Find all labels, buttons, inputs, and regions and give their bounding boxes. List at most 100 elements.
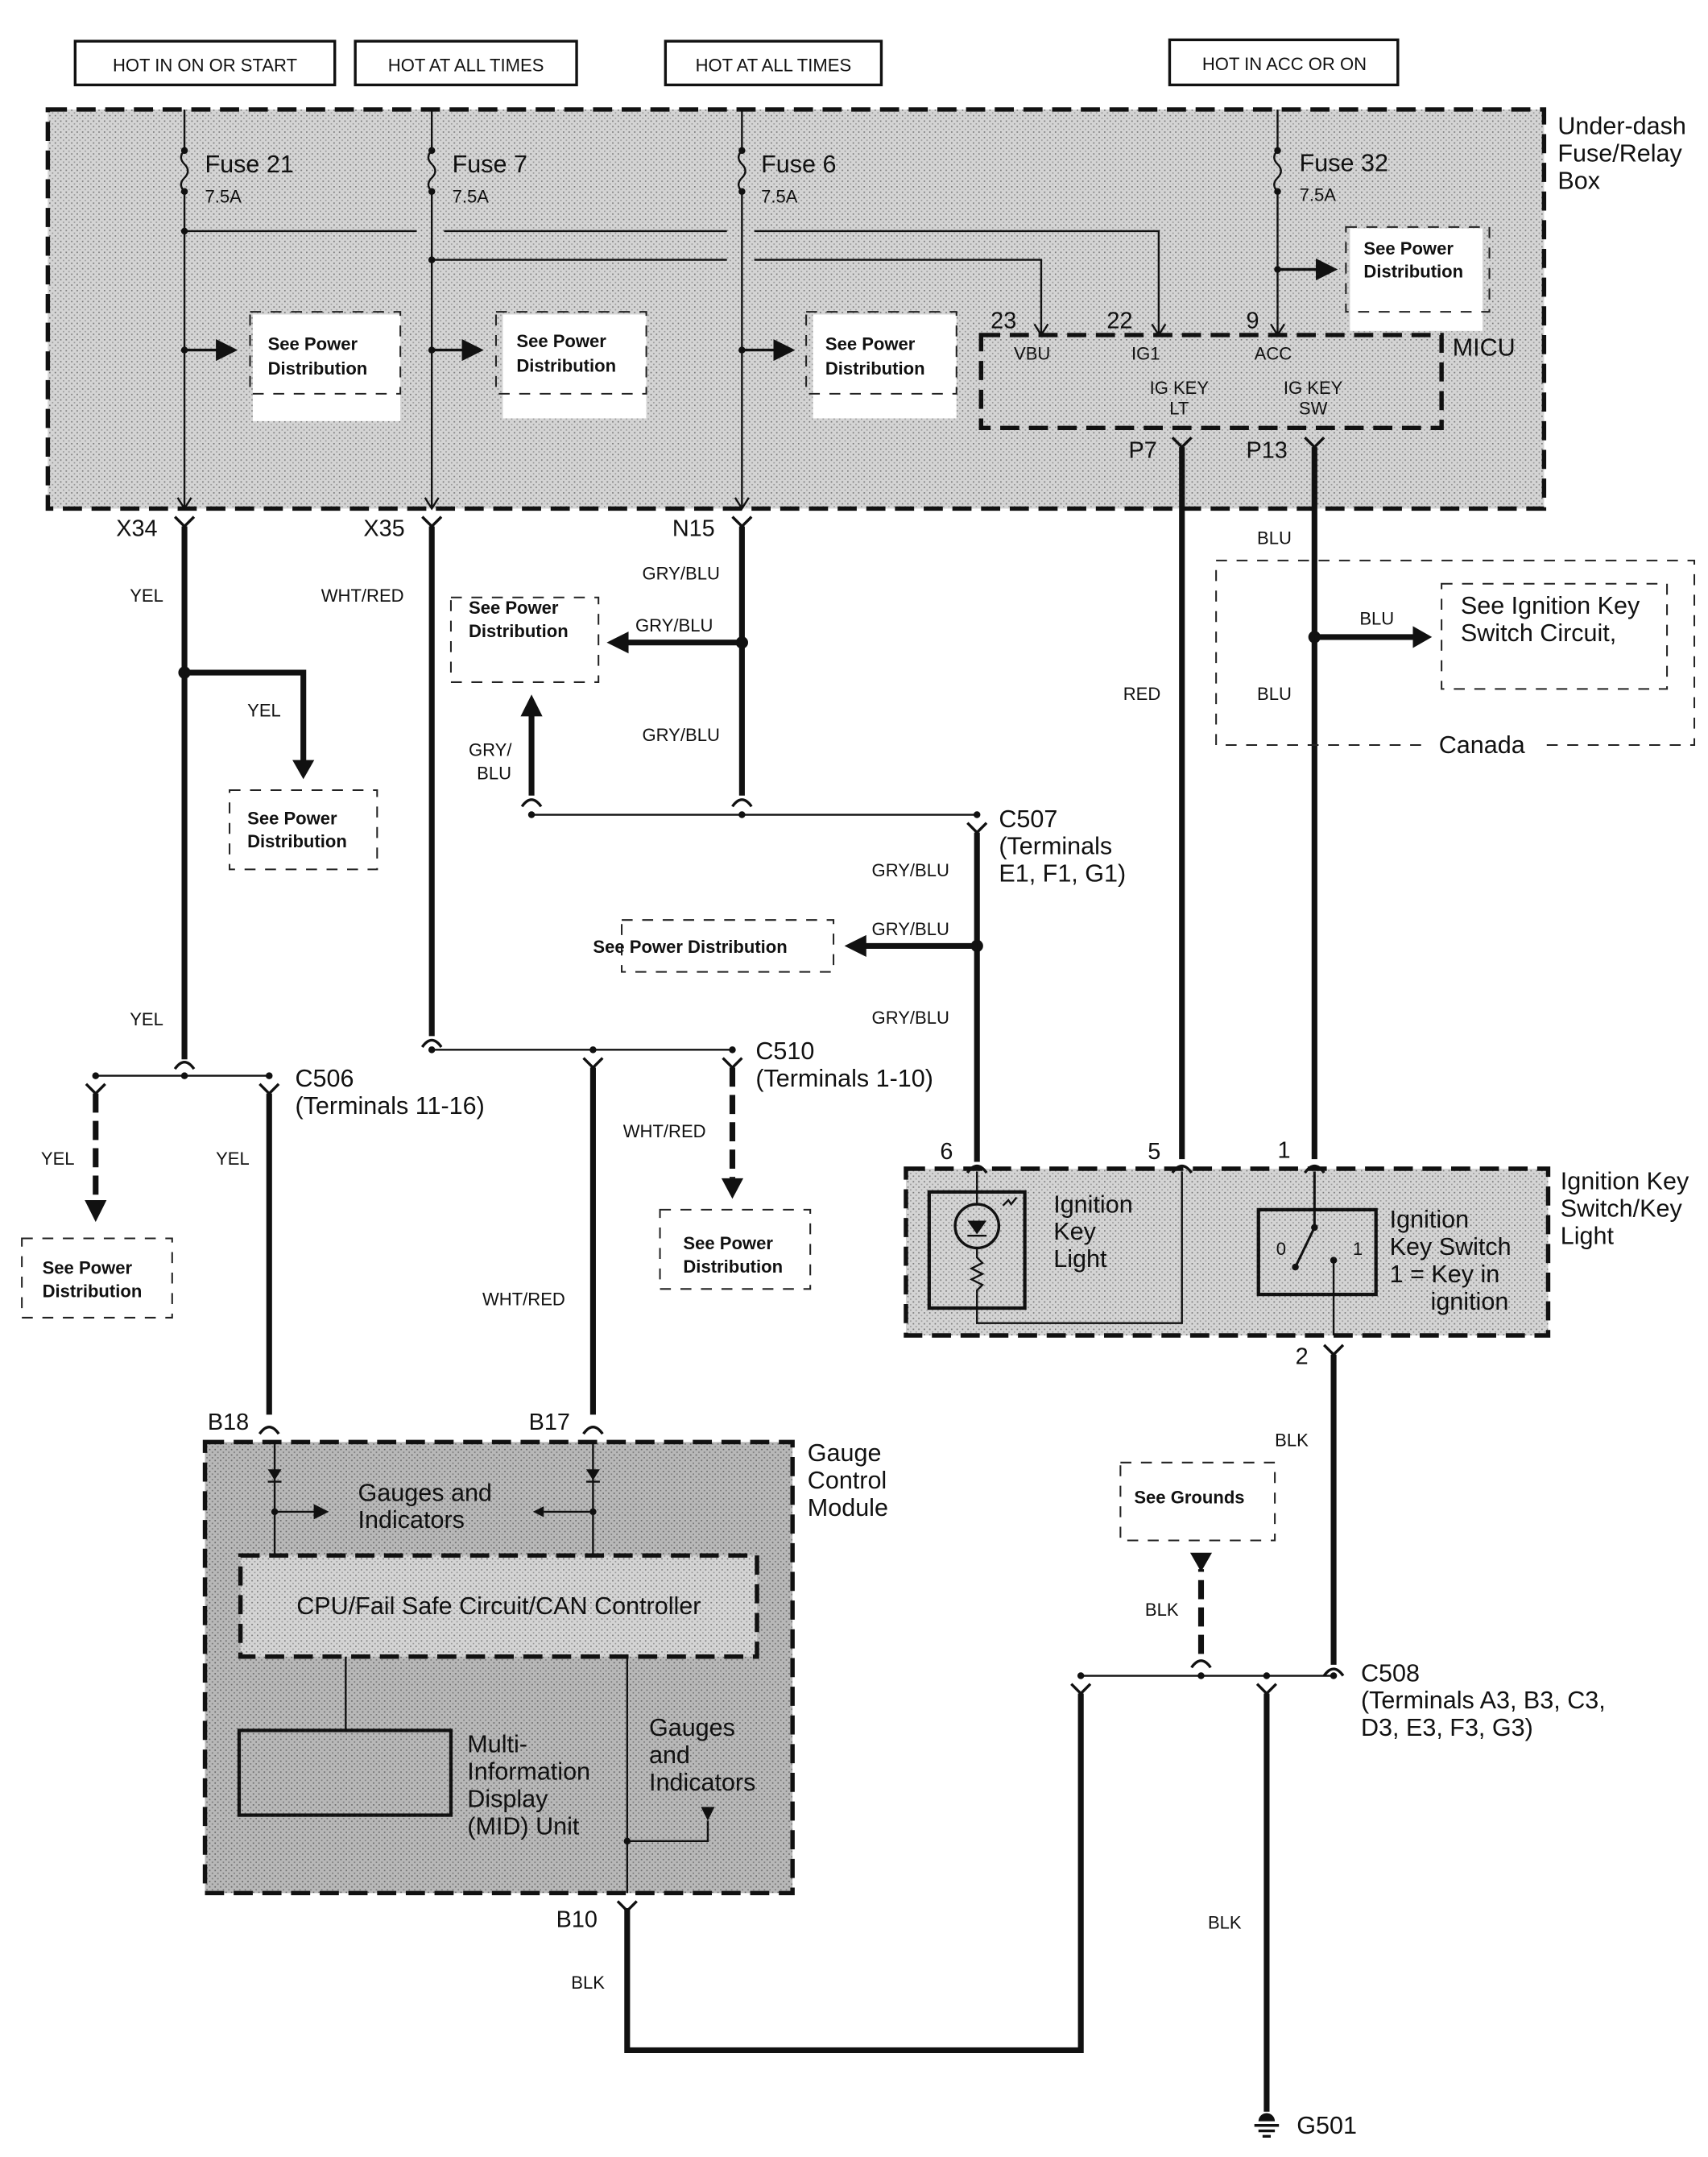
supply-text: HOT IN ACC OR ON xyxy=(1202,54,1367,74)
wire-color-label: GRY/BLU xyxy=(872,860,949,880)
wire-color-label: YEL xyxy=(216,1149,250,1169)
ref-text: See Ignition Key xyxy=(1461,592,1640,619)
wire-color-label: BLK xyxy=(1208,1912,1242,1932)
mid-label: (MID) Unit xyxy=(467,1812,580,1840)
wire-wht-red-x35 xyxy=(420,515,744,1415)
connector-c506: C506 (Terminals 11-16) xyxy=(85,1065,485,1415)
fuse-rating: 7.5A xyxy=(1300,185,1337,205)
mid-label: Information xyxy=(467,1757,590,1785)
connector-c507: C507 (Terminals E1, F1, G1) xyxy=(844,805,1126,1162)
key-light-label: Key xyxy=(1053,1218,1096,1245)
connector-c510: C510 (Terminals 1-10) xyxy=(755,1037,933,1092)
gauges-label: Indicators xyxy=(358,1506,465,1534)
wire-color-label: BLU xyxy=(1257,528,1292,549)
ref-text: See Power xyxy=(825,334,916,354)
wire-color-label: GRY/BLU xyxy=(872,1008,949,1028)
ground-icon xyxy=(1258,2113,1276,2122)
micu-signal-vbu: VBU xyxy=(1014,343,1050,363)
ref-text: See Power xyxy=(247,808,337,828)
see-power-distribution-ref[interactable]: See Power Distribution xyxy=(1345,226,1491,331)
ref-text: See Grounds xyxy=(1134,1488,1244,1508)
micu-module: MICU 23 22 9 VBU IG1 ACC IG KEY LT IG KE… xyxy=(978,308,1516,464)
wire-color-label: YEL xyxy=(247,700,281,720)
gauge-module-title: Module xyxy=(808,1494,888,1521)
wire-color-label: WHT/RED xyxy=(623,1121,706,1141)
ignition-pin-1: 1 xyxy=(1278,1137,1291,1163)
fuse-name: Fuse 32 xyxy=(1300,149,1388,176)
key-switch-label: Ignition xyxy=(1390,1206,1469,1233)
wire-color-label: YEL xyxy=(130,586,163,606)
gauges-label-2: and xyxy=(649,1741,690,1769)
wire-color-label: WHT/RED xyxy=(482,1290,565,1310)
fuse-7-label: Fuse 7 7.5A xyxy=(453,151,527,206)
ref-text: Distribution xyxy=(683,1257,783,1277)
fuse-box-title: Fuse/Relay xyxy=(1557,139,1682,167)
see-power-distribution-ref[interactable]: See Power Distribution xyxy=(449,596,600,683)
connector-terminals: (Terminals 11-16) xyxy=(296,1092,485,1120)
fuse-name: Fuse 21 xyxy=(205,151,294,178)
fuse-21-icon xyxy=(180,150,189,193)
wire-color-label: GRY/BLU xyxy=(642,564,719,584)
fuse-21-label: Fuse 21 7.5A xyxy=(205,151,294,206)
see-power-distribution-ref[interactable]: See Power Distribution xyxy=(428,311,647,419)
supply-label-fuse6: HOT AT ALL TIMES xyxy=(664,39,883,87)
micu-signal-ig-key-lt: LT xyxy=(1169,398,1189,418)
ref-text: Distribution xyxy=(516,356,616,376)
supply-text: HOT AT ALL TIMES xyxy=(388,55,544,75)
wire-color-label: BLU xyxy=(477,763,511,783)
micu-signal-acc: ACC xyxy=(1255,343,1292,363)
connector-terminals: (Terminals 1-10) xyxy=(755,1065,933,1092)
ref-text: Distribution xyxy=(268,358,368,379)
wire-color-label: YEL xyxy=(130,1009,163,1029)
fuse-box-title: Box xyxy=(1557,167,1600,194)
supply-text: HOT AT ALL TIMES xyxy=(696,55,852,75)
wire-color-label: GRY/BLU xyxy=(642,725,719,745)
fuse-name: Fuse 6 xyxy=(761,151,836,178)
gauge-module-title: Control xyxy=(808,1467,887,1494)
see-power-distribution-ref[interactable]: See Power Distribution xyxy=(593,919,835,973)
see-power-distribution-ref[interactable]: See Power Distribution xyxy=(738,311,957,419)
gauge-pin-b17: B17 xyxy=(529,1410,570,1435)
supply-label-fuse32: HOT IN ACC OR ON xyxy=(1168,38,1400,87)
supply-label-fuse7: HOT AT ALL TIMES xyxy=(354,39,578,87)
wire-color-label: BLU xyxy=(1359,609,1394,629)
ref-text: Distribution xyxy=(469,621,569,641)
wire-color-label: YEL xyxy=(41,1149,75,1169)
wire-blu-p13 xyxy=(1304,437,1433,1160)
fuse-32-label: Fuse 32 7.5A xyxy=(1300,149,1388,205)
key-switch-label: ignition xyxy=(1431,1288,1509,1315)
micu-pin-23: 23 xyxy=(990,308,1016,333)
see-power-distribution-ref[interactable]: See Power Distribution xyxy=(180,311,402,421)
connector-name: C506 xyxy=(296,1065,354,1092)
fuse-7-icon xyxy=(427,150,436,193)
wire-color-label: BLK xyxy=(571,1973,605,1993)
ref-text: See Power xyxy=(469,598,559,618)
ref-text: See Power xyxy=(516,331,606,351)
fuse-box-title: Under-dash xyxy=(1557,113,1686,140)
canada-variant-region: Canada xyxy=(1215,559,1696,759)
see-grounds-ref[interactable]: See Grounds xyxy=(1119,1461,1276,1542)
switch-position-0: 0 xyxy=(1276,1239,1286,1259)
terminal-x35: X35 xyxy=(363,515,404,541)
gauges-label: Gauges and xyxy=(358,1479,492,1506)
ignition-title: Switch/Key xyxy=(1561,1194,1683,1222)
mid-label: Multi- xyxy=(467,1731,527,1758)
micu-pin-22: 22 xyxy=(1106,308,1132,333)
canada-label: Canada xyxy=(1439,731,1525,759)
fuse-rating: 7.5A xyxy=(761,186,798,206)
ignition-title: Ignition Key xyxy=(1561,1167,1689,1194)
gauge-pin-b10: B10 xyxy=(556,1907,598,1933)
micu-signal-ig-key-sw: SW xyxy=(1299,398,1328,418)
wire-color-label: GRY/BLU xyxy=(872,919,949,939)
ref-text: See Power xyxy=(683,1233,773,1253)
see-power-distribution-ref[interactable]: See Power Distribution xyxy=(229,789,378,871)
gauge-pin-b18: B18 xyxy=(208,1410,249,1435)
see-power-distribution-ref[interactable]: See Power Distribution xyxy=(21,1237,173,1319)
wire-blk-ground xyxy=(624,1343,1345,2138)
see-ignition-key-switch-ref[interactable]: See Ignition Key Switch Circuit, xyxy=(1441,582,1669,690)
connector-terminals: D3, E3, F3, G3) xyxy=(1361,1714,1533,1741)
ref-text: Distribution xyxy=(247,831,347,851)
see-power-distribution-ref[interactable]: See Power Distribution xyxy=(659,1208,812,1290)
key-switch-label: 1 = Key in xyxy=(1390,1261,1500,1288)
